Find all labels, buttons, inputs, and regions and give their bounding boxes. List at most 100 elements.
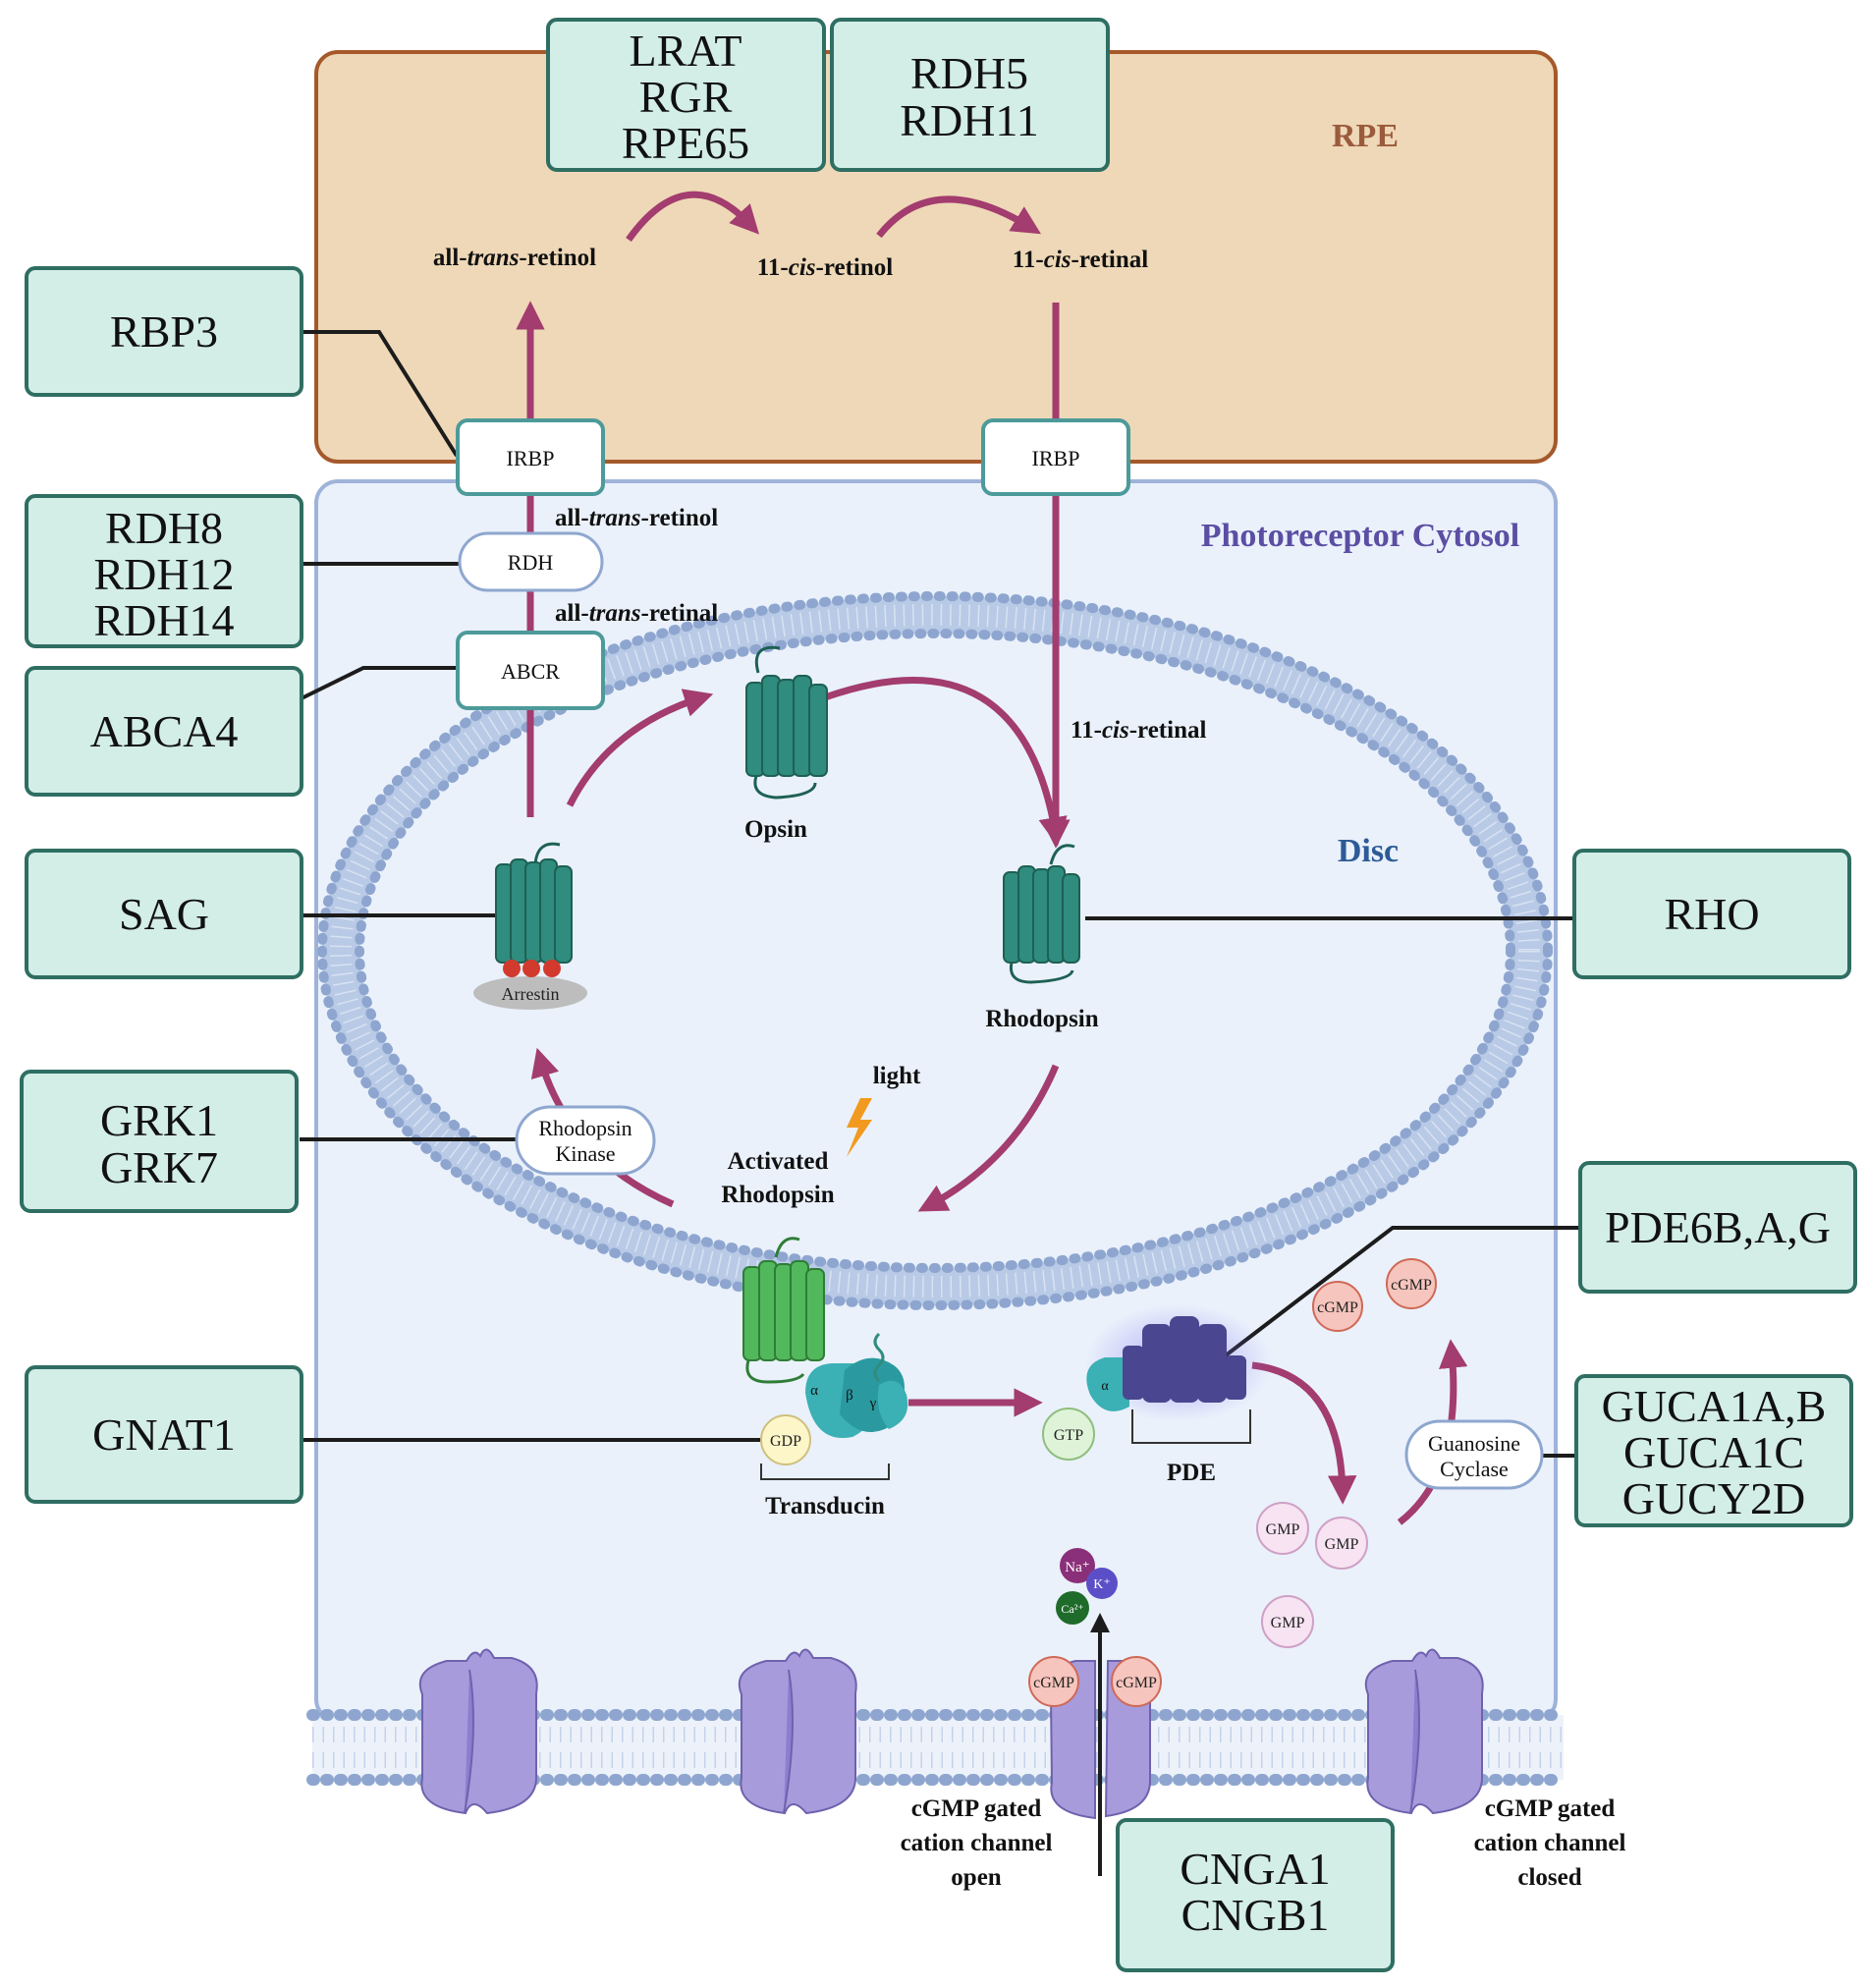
gmp-molecule: GMP: [1256, 1502, 1309, 1555]
gene-guca1ab: GUCA1A,B: [1602, 1381, 1827, 1431]
gene-rgr: RGR: [639, 72, 733, 122]
pde-bracket: [1131, 1409, 1251, 1444]
all-trans-retinol-cyto-label: all-trans-retinol: [555, 505, 718, 531]
channel-closed-1: [418, 1648, 538, 1815]
gene-rdh11: RDH11: [900, 95, 1038, 145]
lightning-icon: [847, 1098, 872, 1157]
channel-closed-label-2: cation channel: [1474, 1830, 1626, 1856]
potassium-ion: K⁺: [1086, 1568, 1118, 1599]
gene-box-rdh8-rdh12-rdh14: [25, 494, 303, 648]
pde-label: PDE: [1167, 1460, 1216, 1486]
activated-rhodopsin-label-1: Activated: [728, 1148, 829, 1175]
gdp-label: GDP: [770, 1433, 801, 1450]
rdh-pill: [458, 531, 604, 592]
sodium-ion: Na⁺: [1060, 1548, 1095, 1583]
gene-abca4: ABCA4: [90, 706, 239, 756]
channel-closed-label-3: closed: [1517, 1864, 1581, 1891]
gene-rpe65: RPE65: [622, 118, 749, 168]
svg-text:Ca²⁺: Ca²⁺: [1061, 1602, 1083, 1616]
cgmp-molecule: cGMP: [1111, 1656, 1162, 1707]
gene-box-rbp3: [25, 266, 303, 397]
abcr-label: ABCR: [501, 659, 560, 684]
svg-text:Na⁺: Na⁺: [1065, 1560, 1089, 1575]
activated-rhodopsin-label-2: Rhodopsin: [721, 1182, 834, 1208]
svg-text:K⁺: K⁺: [1093, 1577, 1111, 1592]
gene-box-gnat1: [25, 1365, 303, 1504]
rhodopsin-kinase-label-1: Rhodopsin: [538, 1116, 632, 1140]
gtp-molecule: [1042, 1408, 1095, 1461]
rhodopsin-protein: [1003, 844, 1080, 984]
gene-box-rdh5-rdh11: [830, 18, 1110, 172]
svg-text:GMP: GMP: [1271, 1615, 1305, 1631]
gene-box-rho: [1572, 849, 1851, 979]
gene-box-guca-gucy: [1574, 1374, 1853, 1527]
abcr-box: [456, 631, 605, 710]
gene-box-grk1-grk7: [20, 1070, 299, 1213]
guanosine-cyclase-pill: [1404, 1419, 1544, 1490]
guanosine-cyclase-label-1: Guanosine: [1428, 1431, 1520, 1456]
pde-alpha-label: α: [1101, 1379, 1109, 1394]
irbp-right-label: IRBP: [1032, 446, 1080, 470]
svg-text:cGMP: cGMP: [1033, 1675, 1074, 1691]
irbp-left-label: IRBP: [507, 446, 555, 470]
gene-lrat: LRAT: [630, 26, 742, 76]
rhodopsin-label: Rhodopsin: [985, 1006, 1098, 1032]
gene-grk7: GRK7: [100, 1142, 218, 1192]
gene-box-lrat-rgr-rpe65: [546, 18, 826, 172]
channel-closed-2: [738, 1648, 857, 1815]
gmp-molecule: GMP: [1261, 1595, 1314, 1648]
calcium-ion: Ca²⁺: [1056, 1591, 1089, 1625]
svg-text:cGMP: cGMP: [1391, 1277, 1432, 1294]
all-trans-retinol-rpe-label: all-trans-retinol: [433, 245, 596, 271]
cytosol-title: Photoreceptor Cytosol: [1201, 518, 1520, 554]
opsin-protein: [745, 645, 828, 800]
transducin-bracket: [760, 1463, 890, 1480]
gdp-molecule: [760, 1414, 811, 1465]
gene-rho: RHO: [1664, 889, 1759, 939]
transducin-label: Transducin: [765, 1493, 885, 1519]
cgmp-molecule: cGMP: [1386, 1258, 1437, 1309]
gene-guca1c: GUCA1C: [1623, 1427, 1804, 1477]
rdh-label: RDH: [508, 550, 554, 575]
alpha-subunit-label: α: [810, 1383, 818, 1399]
rhodopsin-kinase-pill: [515, 1105, 656, 1176]
channel-open-label-1: cGMP gated: [911, 1795, 1042, 1822]
gene-box-cnga1-cngb1: [1116, 1818, 1395, 1972]
beta-subunit-label: β: [846, 1388, 853, 1404]
gmp-molecule: GMP: [1315, 1517, 1368, 1570]
opsin-label: Opsin: [744, 816, 807, 843]
gene-rdh14: RDH14: [93, 595, 234, 645]
gene-box-abca4: [25, 666, 303, 797]
svg-text:GMP: GMP: [1266, 1521, 1300, 1538]
irbp-left-box: [456, 418, 605, 496]
disc-title: Disc: [1338, 833, 1399, 869]
svg-text:cGMP: cGMP: [1116, 1675, 1157, 1691]
gene-gucy2d: GUCY2D: [1622, 1473, 1806, 1523]
svg-text:cGMP: cGMP: [1317, 1299, 1358, 1316]
all-trans-retinal-label: all-trans-retinal: [555, 600, 718, 627]
gene-gnat1: GNAT1: [92, 1409, 236, 1460]
channel-closed-label-1: cGMP gated: [1485, 1795, 1616, 1822]
pde-complex: [1085, 1304, 1272, 1422]
gene-rdh5: RDH5: [910, 48, 1028, 98]
gamma-subunit-label: γ: [869, 1396, 877, 1411]
channel-closed-3: [1364, 1648, 1484, 1815]
eleven-cis-retinol-label: 11-cis-retinol: [757, 254, 893, 281]
gene-cnga1: CNGA1: [1180, 1844, 1330, 1894]
channel-open-label-3: open: [951, 1864, 1002, 1891]
gene-sag: SAG: [119, 889, 209, 939]
arrestin-complex: [473, 842, 587, 1010]
cgmp-molecule: cGMP: [1312, 1281, 1363, 1332]
gene-rdh8: RDH8: [105, 503, 223, 553]
gene-rdh12: RDH12: [93, 549, 234, 599]
eleven-cis-retinal-rpe-label: 11-cis-retinal: [1013, 247, 1148, 273]
gene-box-pde6: [1578, 1161, 1857, 1294]
arrestin-label: Arrestin: [502, 984, 560, 1004]
disc-membrane: [317, 591, 1553, 1310]
rpe-title: RPE: [1332, 118, 1399, 154]
eleven-cis-retinal-cyto-label: 11-cis-retinal: [1071, 717, 1206, 744]
svg-text:GMP: GMP: [1325, 1536, 1359, 1553]
connector-lines: [300, 330, 1580, 1876]
